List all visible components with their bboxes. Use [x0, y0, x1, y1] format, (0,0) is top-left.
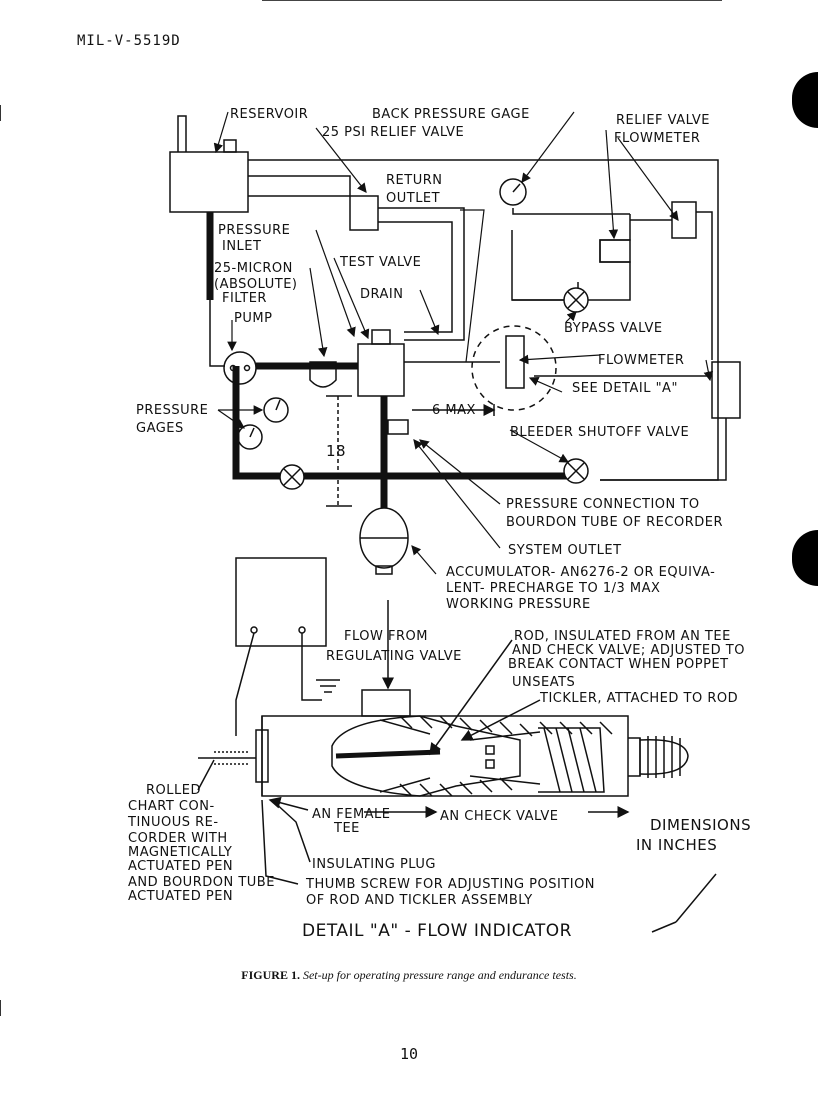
label-bypass-valve: BYPASS VALVE: [564, 321, 663, 336]
left-margin-mark: [0, 105, 1, 121]
label-rolled-8: ACTUATED PEN: [128, 889, 233, 904]
label-rolled-4: CORDER WITH: [128, 831, 228, 846]
label-an-female-1: AN FEMALE: [312, 807, 391, 822]
label-bleeder: BLEEDER SHUTOFF VALVE: [510, 425, 689, 440]
label-dimensions-2: IN INCHES: [636, 836, 717, 854]
label-system-outlet: SYSTEM OUTLET: [508, 543, 622, 558]
label-25psi-relief: 25 PSI RELIEF VALVE: [322, 125, 464, 140]
label-rolled-5: MAGNETICALLY: [128, 845, 232, 860]
label-pressure-conn-2: BOURDON TUBE OF RECORDER: [506, 515, 723, 530]
detail-title: DETAIL "A" - FLOW INDICATOR: [302, 921, 572, 941]
label-pressure-inlet-2: INLET: [222, 239, 261, 254]
label-rolled-2: CHART CON-: [128, 799, 215, 814]
label-insulating-plug: INSULATING PLUG: [312, 857, 436, 872]
label-rod-4: UNSEATS: [512, 675, 575, 690]
label-outlet: OUTLET: [386, 191, 440, 206]
left-margin-mark-bottom: [0, 1000, 1, 1016]
label-flow-from-1: FLOW FROM: [344, 629, 428, 644]
flowmeter-mid: [711, 361, 741, 419]
label-see-detail: SEE DETAIL "A": [572, 381, 678, 396]
reservoir: [169, 151, 249, 213]
figure-caption: FIGURE 1. Set-up for operating pressure …: [0, 968, 818, 983]
label-eighteen: 18: [326, 442, 346, 460]
label-thumb-2: OF ROD AND TICKLER ASSEMBLY: [306, 893, 533, 908]
label-rolled-1: ROLLED: [146, 783, 201, 798]
label-rolled-3: TINUOUS RE-: [127, 815, 219, 830]
label-accumulator-2: LENT- PRECHARGE TO 1/3 MAX: [446, 581, 660, 596]
label-pressure-gages-1: PRESSURE: [136, 403, 208, 418]
label-relief-valve: RELIEF VALVE: [616, 113, 710, 128]
label-flowmeter-top: FLOWMETER: [614, 131, 700, 146]
detail-a-circle: [471, 325, 557, 411]
label-reservoir: RESERVOIR: [230, 107, 308, 122]
label-pressure-inlet-1: PRESSURE: [218, 223, 290, 238]
return-outlet-fitting: [349, 195, 379, 231]
label-accumulator-1: ACCUMULATOR- AN6276-2 OR EQUIVA-: [446, 565, 715, 580]
label-flow-from-2: REGULATING VALVE: [326, 649, 462, 664]
pressure-gage-2: [237, 424, 263, 450]
label-flowmeter-mid: FLOWMETER: [598, 353, 684, 368]
label-rolled-6: ACTUATED PEN: [128, 859, 233, 874]
label-rod-3: BREAK CONTACT WHEN POPPET: [508, 657, 729, 672]
top-rule: [262, 0, 722, 1]
filter-symbol: [309, 361, 337, 388]
label-filter-2: (ABSOLUTE): [214, 277, 297, 292]
test-valve: [357, 343, 405, 397]
label-an-female-2: TEE: [333, 821, 360, 836]
label-dimensions-1: DIMENSIONS: [650, 816, 751, 834]
label-thumb-1: THUMB SCREW FOR ADJUSTING POSITION: [305, 877, 595, 892]
label-accumulator-3: WORKING PRESSURE: [446, 597, 591, 612]
label-six-max: 6 MAX: [432, 403, 476, 418]
document-id: MIL-V-5519D: [77, 33, 181, 49]
label-rod-2: AND CHECK VALVE; ADJUSTED TO: [512, 643, 745, 658]
label-an-check: AN CHECK VALVE: [440, 809, 558, 824]
page-number: 10: [399, 1045, 419, 1063]
flow-indicator: [505, 335, 525, 389]
label-filter-1: 25-MICRON: [214, 261, 293, 276]
back-pressure-gage: [499, 178, 527, 206]
label-return: RETURN: [386, 173, 442, 188]
label-tickler: TICKLER, ATTACHED TO ROD: [539, 691, 738, 706]
label-pump: PUMP: [234, 311, 272, 326]
recorder: [235, 557, 327, 647]
label-filter-3: FILTER: [222, 291, 267, 306]
flowmeter-top: [671, 201, 697, 239]
caption-figure-label: FIGURE 1.: [241, 968, 300, 982]
detail-a-drawing: [197, 557, 717, 933]
pressure-gage-1: [263, 397, 289, 423]
caption-text: Set-up for operating pressure range and …: [302, 968, 577, 982]
label-pressure-gages-2: GAGES: [136, 421, 184, 436]
label-back-pressure-gage: BACK PRESSURE GAGE: [372, 107, 530, 122]
label-rolled-7: AND BOURDON TUBE: [128, 875, 275, 890]
label-test-valve: TEST VALVE: [339, 255, 421, 270]
label-rod-1: ROD, INSULATED FROM AN TEE: [514, 629, 731, 644]
label-pressure-conn-1: PRESSURE CONNECTION TO: [506, 497, 700, 512]
relief-valve: [599, 239, 631, 263]
label-drain: DRAIN: [360, 287, 403, 302]
pump-symbol: [223, 351, 257, 385]
